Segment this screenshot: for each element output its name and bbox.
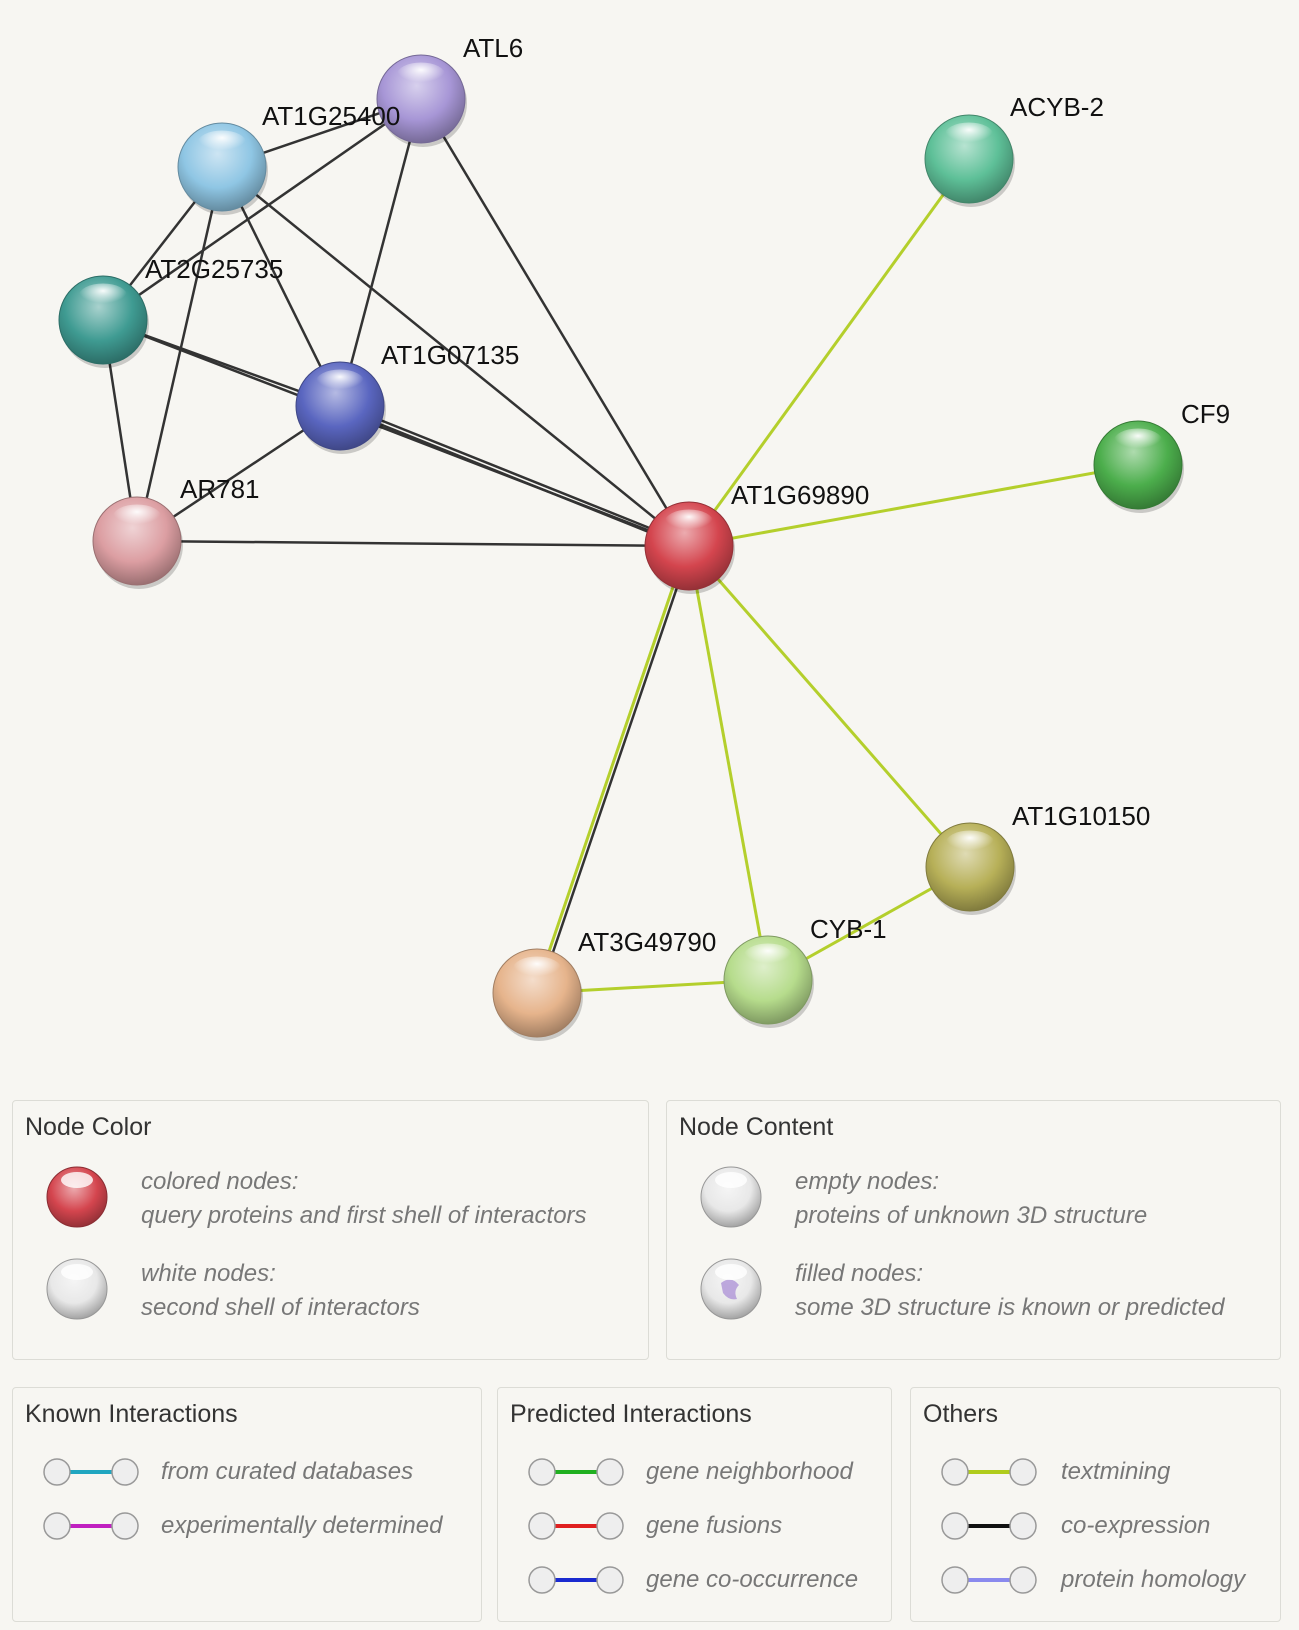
node-label-at1g25400: AT1G25400: [262, 101, 400, 131]
node-highlight: [112, 504, 162, 530]
filled-node-icon: [700, 1258, 762, 1320]
node-at3g49790[interactable]: [492, 948, 583, 1041]
nodes-layer: [58, 54, 1184, 1041]
node-label-at1g69890: AT1G69890: [731, 480, 869, 510]
gene-fusions-label: gene fusions: [646, 1512, 783, 1539]
node-cf9[interactable]: [1093, 420, 1184, 513]
node-label-at2g25735: AT2G25735: [145, 254, 283, 284]
node-highlight: [1113, 428, 1163, 454]
edge-at1g69890-cyb-1-textmining[interactable]: [687, 545, 770, 981]
empty-nodes-desc: proteins of unknown 3D structure: [795, 1202, 1148, 1229]
node-label-at1g07135: AT1G07135: [381, 340, 519, 370]
node-color-title: Node Color: [25, 1113, 152, 1141]
experimentally-determined-edge-icon: [43, 1512, 139, 1540]
edge-at1g69890-atl6-co-expression[interactable]: [419, 98, 691, 547]
node-highlight: [664, 509, 714, 535]
curated-databases-edge-icon: [43, 1458, 139, 1486]
node-highlight: [315, 369, 365, 395]
colored-nodes-desc: query proteins and first shell of intera…: [141, 1202, 587, 1229]
node-acyb-2[interactable]: [924, 114, 1015, 207]
edge-at1g07135-at1g69890-co-expression[interactable]: [338, 406, 689, 550]
colored-nodes-title: colored nodes:: [141, 1168, 299, 1195]
node-label-ar781: AR781: [180, 474, 260, 504]
white-nodes-title: white nodes:: [141, 1260, 276, 1287]
co-expression-edge-icon: [941, 1512, 1037, 1540]
edge-at1g25400-at1g69890-co-expression[interactable]: [221, 166, 690, 547]
gene-co-occurrence-label: gene co-occurrence: [646, 1566, 859, 1593]
filled-nodes-desc: some 3D structure is known or predicted: [795, 1294, 1225, 1321]
gene-neighborhood-edge-icon: [528, 1458, 624, 1486]
legend-ball-highlight: [61, 1172, 93, 1188]
node-at1g07135[interactable]: [295, 361, 386, 454]
colored-node-icon: [46, 1166, 108, 1228]
legend-ball-highlight: [715, 1172, 747, 1188]
known-interactions-legend: Known Interactions from curated database…: [12, 1387, 482, 1622]
node-label-acyb-2: ACYB-2: [1010, 92, 1104, 122]
textmining-edge-icon: [941, 1458, 1037, 1486]
empty-nodes-title: empty nodes:: [795, 1168, 940, 1195]
legend-ball-highlight: [61, 1264, 93, 1280]
edge-at1g07135-at1g69890-co-expression[interactable]: [340, 402, 691, 546]
edge-at1g69890-acyb-2-textmining[interactable]: [687, 158, 971, 547]
protein-homology-edge-icon: [941, 1566, 1037, 1594]
edge-at1g69890-at3g49790-co-expression[interactable]: [537, 546, 693, 995]
node-color-legend: Node Color colored nodes: query proteins…: [12, 1100, 649, 1360]
others-legend: Others textmining co-expression protein …: [910, 1387, 1281, 1622]
legend-ball-highlight: [715, 1264, 747, 1280]
node-at1g10150[interactable]: [925, 822, 1016, 915]
gene-fusions-edge-icon: [528, 1512, 624, 1540]
node-label-at1g10150: AT1G10150: [1012, 801, 1150, 831]
node-atl6[interactable]: [376, 54, 467, 147]
experimentally-determined-label: experimentally determined: [161, 1512, 443, 1539]
node-content-legend: Node Content empty nodes: proteins of un…: [666, 1100, 1281, 1360]
edge-at1g69890-cf9-textmining[interactable]: [688, 463, 1139, 548]
node-label-cyb-1: CYB-1: [810, 914, 887, 944]
edge-at1g07135-atl6-co-expression[interactable]: [338, 98, 423, 407]
node-content-title: Node Content: [679, 1113, 834, 1141]
filled-nodes-title: filled nodes:: [795, 1260, 924, 1287]
node-highlight: [197, 130, 247, 156]
node-at1g25400[interactable]: [177, 122, 268, 215]
empty-node-icon: [700, 1166, 762, 1228]
node-highlight: [78, 283, 128, 309]
curated-databases-label: from curated databases: [161, 1458, 414, 1485]
edge-ar781-at1g69890-co-expression[interactable]: [136, 539, 690, 548]
node-label-at3g49790: AT3G49790: [578, 927, 716, 957]
node-ar781[interactable]: [92, 496, 183, 589]
node-highlight: [396, 62, 446, 88]
node-highlight: [743, 943, 793, 969]
node-highlight: [512, 956, 562, 982]
predicted-interactions-legend: Predicted Interactions gene neighborhood…: [497, 1387, 892, 1622]
node-at1g69890[interactable]: [644, 501, 735, 594]
predicted-interactions-title: Predicted Interactions: [510, 1400, 752, 1428]
known-interactions-title: Known Interactions: [25, 1400, 238, 1428]
node-highlight: [944, 122, 994, 148]
edge-at1g69890-at1g10150-textmining[interactable]: [687, 545, 972, 868]
edge-at1g69890-at3g49790-textmining[interactable]: [533, 544, 689, 993]
textmining-label: textmining: [1061, 1458, 1171, 1485]
white-nodes-desc: second shell of interactors: [141, 1294, 420, 1321]
white-node-icon: [46, 1258, 108, 1320]
others-title: Others: [923, 1400, 999, 1428]
node-cyb-1[interactable]: [723, 935, 814, 1028]
edge-at1g25400-ar781-co-expression[interactable]: [135, 166, 224, 542]
edge-at2g25735-atl6-co-expression[interactable]: [102, 97, 422, 322]
protein-homology-label: protein homology: [1061, 1566, 1246, 1593]
gene-co-occurrence-edge-icon: [528, 1566, 624, 1594]
node-label-cf9: CF9: [1181, 399, 1230, 429]
node-label-atl6: ATL6: [463, 33, 523, 63]
gene-neighborhood-label: gene neighborhood: [646, 1458, 853, 1485]
co-expression-label: co-expression: [1061, 1512, 1211, 1539]
node-highlight: [945, 830, 995, 856]
node-at2g25735[interactable]: [58, 275, 149, 368]
